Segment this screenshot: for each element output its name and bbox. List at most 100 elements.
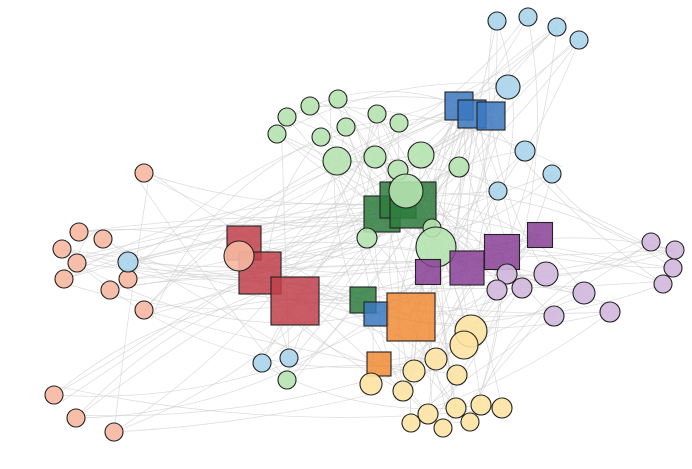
- edge: [53, 270, 254, 396]
- purple-circle-node: [533, 261, 559, 287]
- edge: [143, 109, 474, 311]
- edge: [113, 181, 149, 433]
- orange-circle-node: [401, 413, 421, 433]
- edge: [53, 298, 398, 396]
- orange-square-node: [386, 292, 436, 342]
- edge: [470, 20, 514, 258]
- red-circle-node: [44, 385, 64, 405]
- edge: [370, 225, 542, 385]
- green-circle-node: [336, 117, 356, 137]
- orange-circle-node: [433, 418, 453, 438]
- blue-circle-node: [569, 30, 589, 50]
- edge: [449, 20, 498, 264]
- edge: [470, 26, 558, 105]
- blue-circle-node: [117, 251, 139, 273]
- orange-circle-node: [392, 380, 414, 402]
- edge: [469, 235, 656, 423]
- purple-circle-node: [665, 240, 685, 260]
- red-circle-node: [223, 240, 255, 272]
- red-circle-node: [54, 269, 74, 289]
- orange-circle-node: [445, 397, 467, 419]
- edge: [460, 287, 523, 372]
- edge: [75, 266, 433, 419]
- red-circle-node: [67, 253, 87, 273]
- green-circle-node: [367, 104, 387, 124]
- edge: [313, 101, 399, 171]
- edge: [58, 386, 503, 418]
- green-circle-node: [277, 107, 297, 127]
- blue-circle-node: [547, 17, 567, 37]
- red-circle-node: [66, 408, 86, 428]
- purple-circle-node: [572, 281, 596, 305]
- edge: [125, 39, 580, 264]
- orange-circle-node: [449, 330, 479, 360]
- edge: [276, 82, 501, 135]
- green-circle-node: [363, 145, 387, 169]
- green-circle-node: [322, 146, 352, 176]
- orange-circle-node: [402, 359, 426, 383]
- orange-square-node: [366, 351, 392, 377]
- node-layer: [44, 7, 685, 442]
- purple-circle-node: [653, 274, 673, 294]
- red-circle-node: [104, 422, 124, 442]
- edge: [414, 199, 585, 294]
- orange-circle-node: [491, 397, 513, 419]
- green-circle-node: [300, 96, 320, 116]
- edge: [286, 118, 461, 381]
- blue-circle-node: [252, 353, 272, 373]
- green-circle-node: [328, 89, 348, 109]
- blue-square-node: [363, 301, 389, 327]
- orange-circle-node: [460, 412, 480, 432]
- edge: [127, 115, 473, 280]
- edge: [394, 20, 498, 402]
- green-circle-node: [277, 370, 297, 390]
- edge: [127, 249, 673, 280]
- red-circle-node: [69, 222, 89, 242]
- edge: [336, 21, 523, 162]
- purple-circle-node: [641, 232, 661, 252]
- red-circle-node: [100, 280, 120, 300]
- edge: [143, 309, 380, 365]
- orange-circle-node: [446, 364, 468, 386]
- purple-circle-node: [486, 279, 508, 301]
- purple-square-node: [526, 221, 554, 249]
- edge: [78, 216, 391, 233]
- edge: [479, 107, 664, 285]
- blue-circle-node: [495, 74, 521, 100]
- edge: [466, 112, 482, 269]
- purple-circle-node: [496, 263, 518, 285]
- purple-square-node: [483, 233, 521, 271]
- edge: [61, 248, 391, 306]
- edge: [243, 103, 475, 244]
- purple-circle-node: [543, 305, 565, 327]
- blue-circle-node: [518, 7, 538, 27]
- red-square-node: [270, 276, 320, 326]
- edge: [113, 392, 380, 433]
- edge: [281, 131, 290, 359]
- red-circle-node: [93, 229, 113, 249]
- orange-circle-node: [424, 347, 448, 371]
- edge: [463, 102, 555, 317]
- green-circle-node: [356, 227, 378, 249]
- orange-circle-node: [359, 372, 383, 396]
- purple-circle-node: [599, 301, 621, 323]
- edge: [362, 173, 553, 241]
- edge: [397, 26, 558, 307]
- blue-circle-node: [542, 164, 562, 184]
- orange-circle-node: [417, 403, 439, 425]
- edge: [53, 307, 403, 397]
- blue-circle-node: [488, 181, 508, 201]
- purple-circle-node: [663, 258, 683, 278]
- edge: [436, 311, 611, 407]
- edge: [251, 246, 523, 289]
- blue-circle-node: [487, 11, 507, 31]
- edge: [457, 105, 476, 332]
- red-circle-node: [118, 269, 138, 289]
- red-circle-node: [134, 300, 154, 320]
- edge: [433, 16, 538, 420]
- green-circle-node: [267, 124, 287, 144]
- edge: [130, 227, 433, 272]
- edge: [86, 190, 499, 255]
- green-circle-node: [311, 127, 331, 147]
- green-circle-node: [389, 113, 409, 133]
